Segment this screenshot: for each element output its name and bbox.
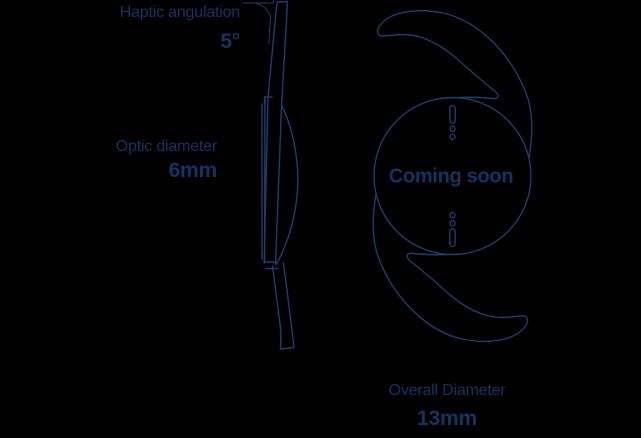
- haptic-angulation-label: Haptic angulation: [119, 4, 240, 21]
- side-lower-haptic: [271, 262, 293, 333]
- optic-diameter-annotation: Optic diameter 6mm: [116, 137, 217, 183]
- overall-diameter-annotation: Overall Diameter 13mm: [389, 381, 506, 431]
- iol-front-view-drawing: [372, 10, 533, 343]
- optic-diameter-value: 6mm: [168, 159, 218, 183]
- angle-reference-line: [242, 0, 274, 4]
- coming-soon-label: Coming soon: [388, 165, 514, 188]
- side-upper-haptic: [267, 0, 289, 108]
- lower-haptic-loop: [372, 193, 529, 343]
- side-optic-front-curve: [275, 104, 299, 265]
- overall-diameter-label: Overall Diameter: [388, 382, 506, 399]
- iol-side-view-drawing: [242, 0, 299, 350]
- upper-haptic-loop: [376, 10, 533, 159]
- haptic-loop-outline: [376, 10, 533, 159]
- haptic-angulation-annotation: Haptic angulation 5°: [120, 3, 240, 54]
- orientation-dash: [449, 104, 456, 124]
- side-optic-bottom-step: [263, 261, 279, 270]
- overall-diameter-value: 13mm: [417, 407, 477, 431]
- orientation-dot: [449, 133, 456, 141]
- haptic-angulation-value: 5°: [220, 30, 240, 54]
- angle-arc: [255, 2, 271, 45]
- side-optic-rear-edges: [261, 96, 269, 264]
- orientation-dot: [449, 125, 456, 133]
- side-lower-haptic-tip: [279, 329, 295, 350]
- optic-diameter-label: Optic diameter: [115, 138, 217, 155]
- side-optic-back-plane: [274, 106, 283, 265]
